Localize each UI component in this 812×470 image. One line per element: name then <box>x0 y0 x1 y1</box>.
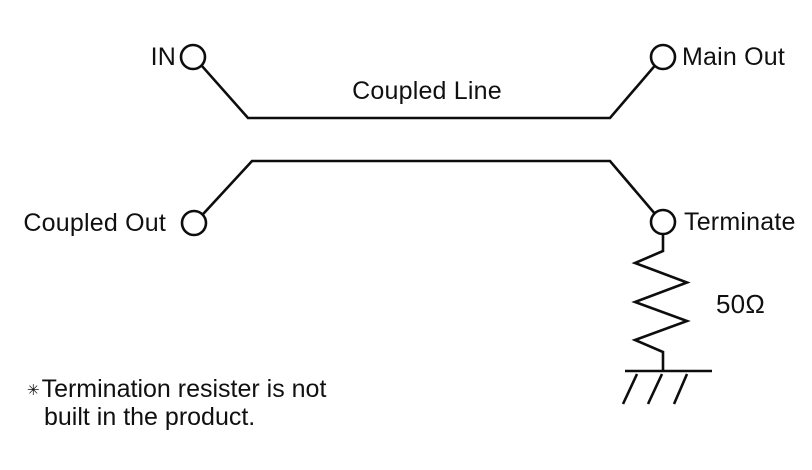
ground-hatch-1 <box>621 373 639 405</box>
in-port-circle <box>179 43 207 71</box>
ground-hatch-3 <box>672 373 689 405</box>
terminate-port-circle <box>649 208 677 236</box>
termination-note: ✳Termination resister is not built in th… <box>27 376 326 430</box>
main-line <box>200 64 656 120</box>
terminate-port-label: Terminate <box>684 208 796 236</box>
coupled-line <box>201 159 656 216</box>
coupled-line-label: Coupled Line <box>352 77 502 105</box>
termination-note-line1: ✳Termination resister is not <box>27 376 326 404</box>
in-port-label: IN <box>150 43 176 71</box>
ground-hatch-2 <box>646 373 664 405</box>
coupled-out-port-circle <box>180 209 208 237</box>
termination-note-text1: Termination resister is not <box>41 375 327 403</box>
resistor-symbol <box>631 234 691 371</box>
termination-note-line2: built in the product. <box>44 403 256 431</box>
coupled-out-port-label: Coupled Out <box>23 209 166 237</box>
resistor-value-label: 50Ω <box>716 289 765 319</box>
asterisk-marker: ✳ <box>27 382 40 399</box>
main-out-port-circle <box>649 43 677 71</box>
main-out-port-label: Main Out <box>682 43 786 71</box>
